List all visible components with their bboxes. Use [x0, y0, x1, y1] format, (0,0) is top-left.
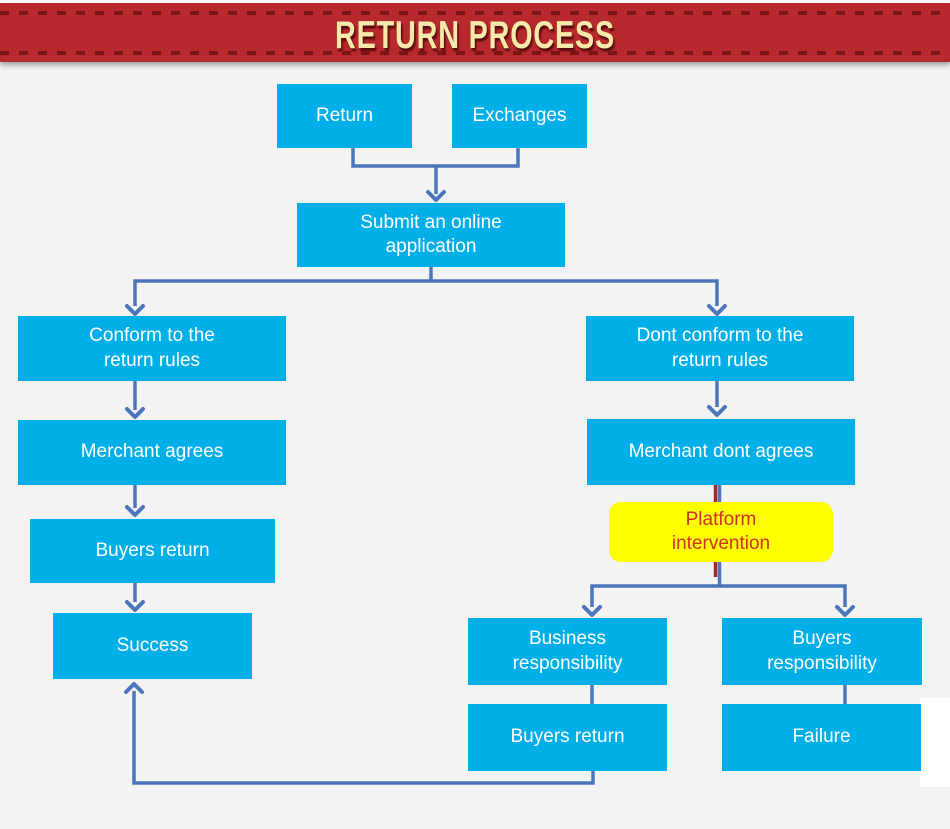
node-buyers-return-left: Buyers return [30, 519, 275, 583]
connector-feedback-loop [132, 691, 595, 785]
title-banner: RETURN PROCESS [0, 3, 950, 62]
arrowhead-dont-conform [707, 304, 727, 316]
node-dont-conform-rules: Dont conform to the return rules [586, 316, 854, 381]
connector-merge-top [351, 148, 520, 168]
node-exchanges: Exchanges [452, 84, 587, 148]
arrowhead-conform [125, 304, 145, 316]
top-margin-strip [0, 0, 950, 3]
arrowhead-merchant-dont-agrees [707, 405, 727, 417]
connector-responsibility-bar [590, 584, 847, 607]
arrowhead-buyers-responsibility [835, 605, 855, 617]
arrowhead-merchant-agrees [125, 407, 145, 419]
node-success: Success [53, 613, 252, 679]
node-platform-intervention: Platform intervention [609, 502, 833, 562]
node-return: Return [277, 84, 412, 148]
arrowhead-submit [426, 190, 446, 202]
background-white-patch [920, 698, 950, 787]
arrowhead-buyers-return-left [125, 505, 145, 517]
arrowhead-success [125, 600, 145, 612]
banner-dash-bottom [0, 51, 950, 55]
connector-split-bar [133, 279, 719, 306]
arrowhead-feedback-success [124, 682, 144, 694]
node-conform-rules: Conform to the return rules [18, 316, 286, 381]
node-submit-application: Submit an online application [297, 203, 565, 267]
node-failure: Failure [722, 704, 921, 771]
node-merchant-agrees: Merchant agrees [18, 420, 286, 485]
node-buyers-responsibility: Buyers responsibility [722, 618, 922, 685]
page-title: RETURN PROCESS [334, 12, 616, 57]
node-business-responsibility: Business responsibility [468, 618, 667, 685]
arrowhead-business-responsibility [582, 605, 602, 617]
node-merchant-dont-agrees: Merchant dont agrees [587, 419, 855, 485]
node-buyers-return-right: Buyers return [468, 704, 667, 771]
banner-dash-top [0, 11, 950, 15]
